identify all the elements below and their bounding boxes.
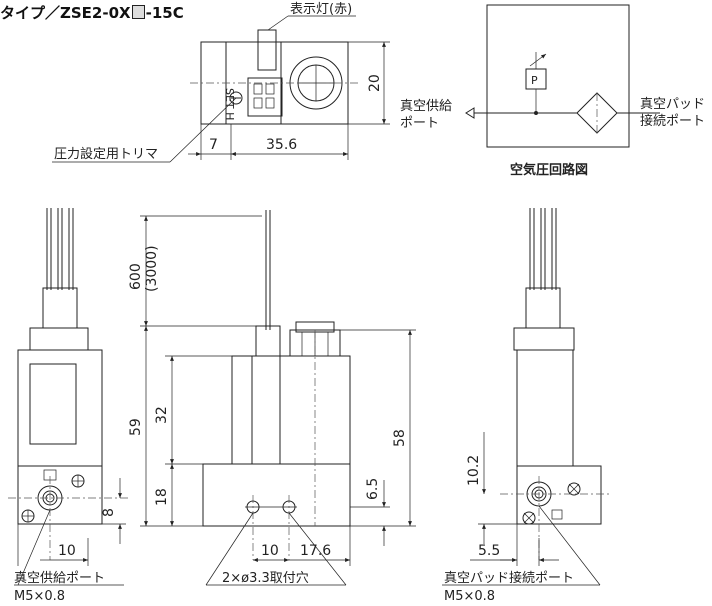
indicator-label: 表示灯(赤) [290,2,352,17]
dim-20: 20 [367,74,383,92]
mount-hole-right-a [567,482,581,496]
port-supply-label: 真空供給ポート [14,571,105,586]
indicator-lamp [257,29,277,71]
left-view-lower-body [17,465,103,525]
vac-pad-label-1: 真空パッド [640,97,705,112]
port-pad-label: 真空パッド接続ポート [444,570,574,586]
front-view-base [202,463,351,527]
title-prefix: タイプ／ZSE2-0X [0,4,131,22]
display-window-left [29,363,77,445]
circuit-caption: 空気圧回路図 [510,162,588,178]
mount-holes-label: 2×ø3.3取付穴 [222,571,309,586]
sensor-p-label: P [531,74,538,87]
supply-arrow-icon [465,107,487,119]
title-box-symbol [131,5,145,19]
vac-supply-label-1: 真空供給 [400,99,452,114]
dim-8: 8 [101,508,117,517]
cable-boot-left [42,287,78,329]
trimmer-knob-top [229,91,243,105]
front-view: 600 (3000) 59 32 18 58 6.5 10 17.6 [128,210,416,586]
dim-10-mid: 10 [261,543,279,559]
pneumatic-circuit: P 真空供給 ポート 真空パッド 接続ポート 空気圧回路図 [400,4,705,178]
right-side-view: 10.2 5.5 真空パッド接続ポート M5×0.8 [442,208,612,604]
dim-6-5: 6.5 [365,478,381,500]
mount-hole-right-b [522,511,536,525]
right-view-upper-body [516,349,574,467]
dim-10-2: 10.2 [466,455,482,486]
dim-59: 59 [128,418,144,436]
dim-5-5: 5.5 [478,543,500,559]
vac-pad-label-2: 接続ポート [640,113,705,129]
dim-600: 600 [128,263,144,290]
trimmer-label: 圧力設定用トリマ [54,146,158,162]
dim-10-left: 10 [58,543,76,559]
right-view-lower-body [516,465,602,525]
dim-17-6: 17.6 [300,543,331,559]
title-suffix: -15C [145,4,184,22]
drawing-title: タイプ／ZSE2-0X -15C [0,2,184,23]
dim-35-6: 35.6 [266,137,297,153]
left-side-view: 8 10 真空供給ポート M5×0.8 [8,208,128,604]
dim-18: 18 [154,488,170,506]
port-supply-size: M5×0.8 [14,589,65,604]
dim-7: 7 [209,137,218,153]
cable-boot-right [525,287,561,329]
front-view-upper-left [231,355,281,465]
left-view-upper-body [17,349,103,467]
dim-32: 32 [154,406,170,424]
vac-supply-label-2: ポート [400,116,439,131]
dim-3000: (3000) [144,245,160,292]
dim-58: 58 [392,429,408,447]
port-pad-size: M5×0.8 [444,589,495,604]
connector-block [247,77,283,117]
cable-boot-front [255,325,281,357]
top-view: SET H 表示灯(赤) 圧力設定用トリマ 20 7 35.6 [52,2,390,163]
